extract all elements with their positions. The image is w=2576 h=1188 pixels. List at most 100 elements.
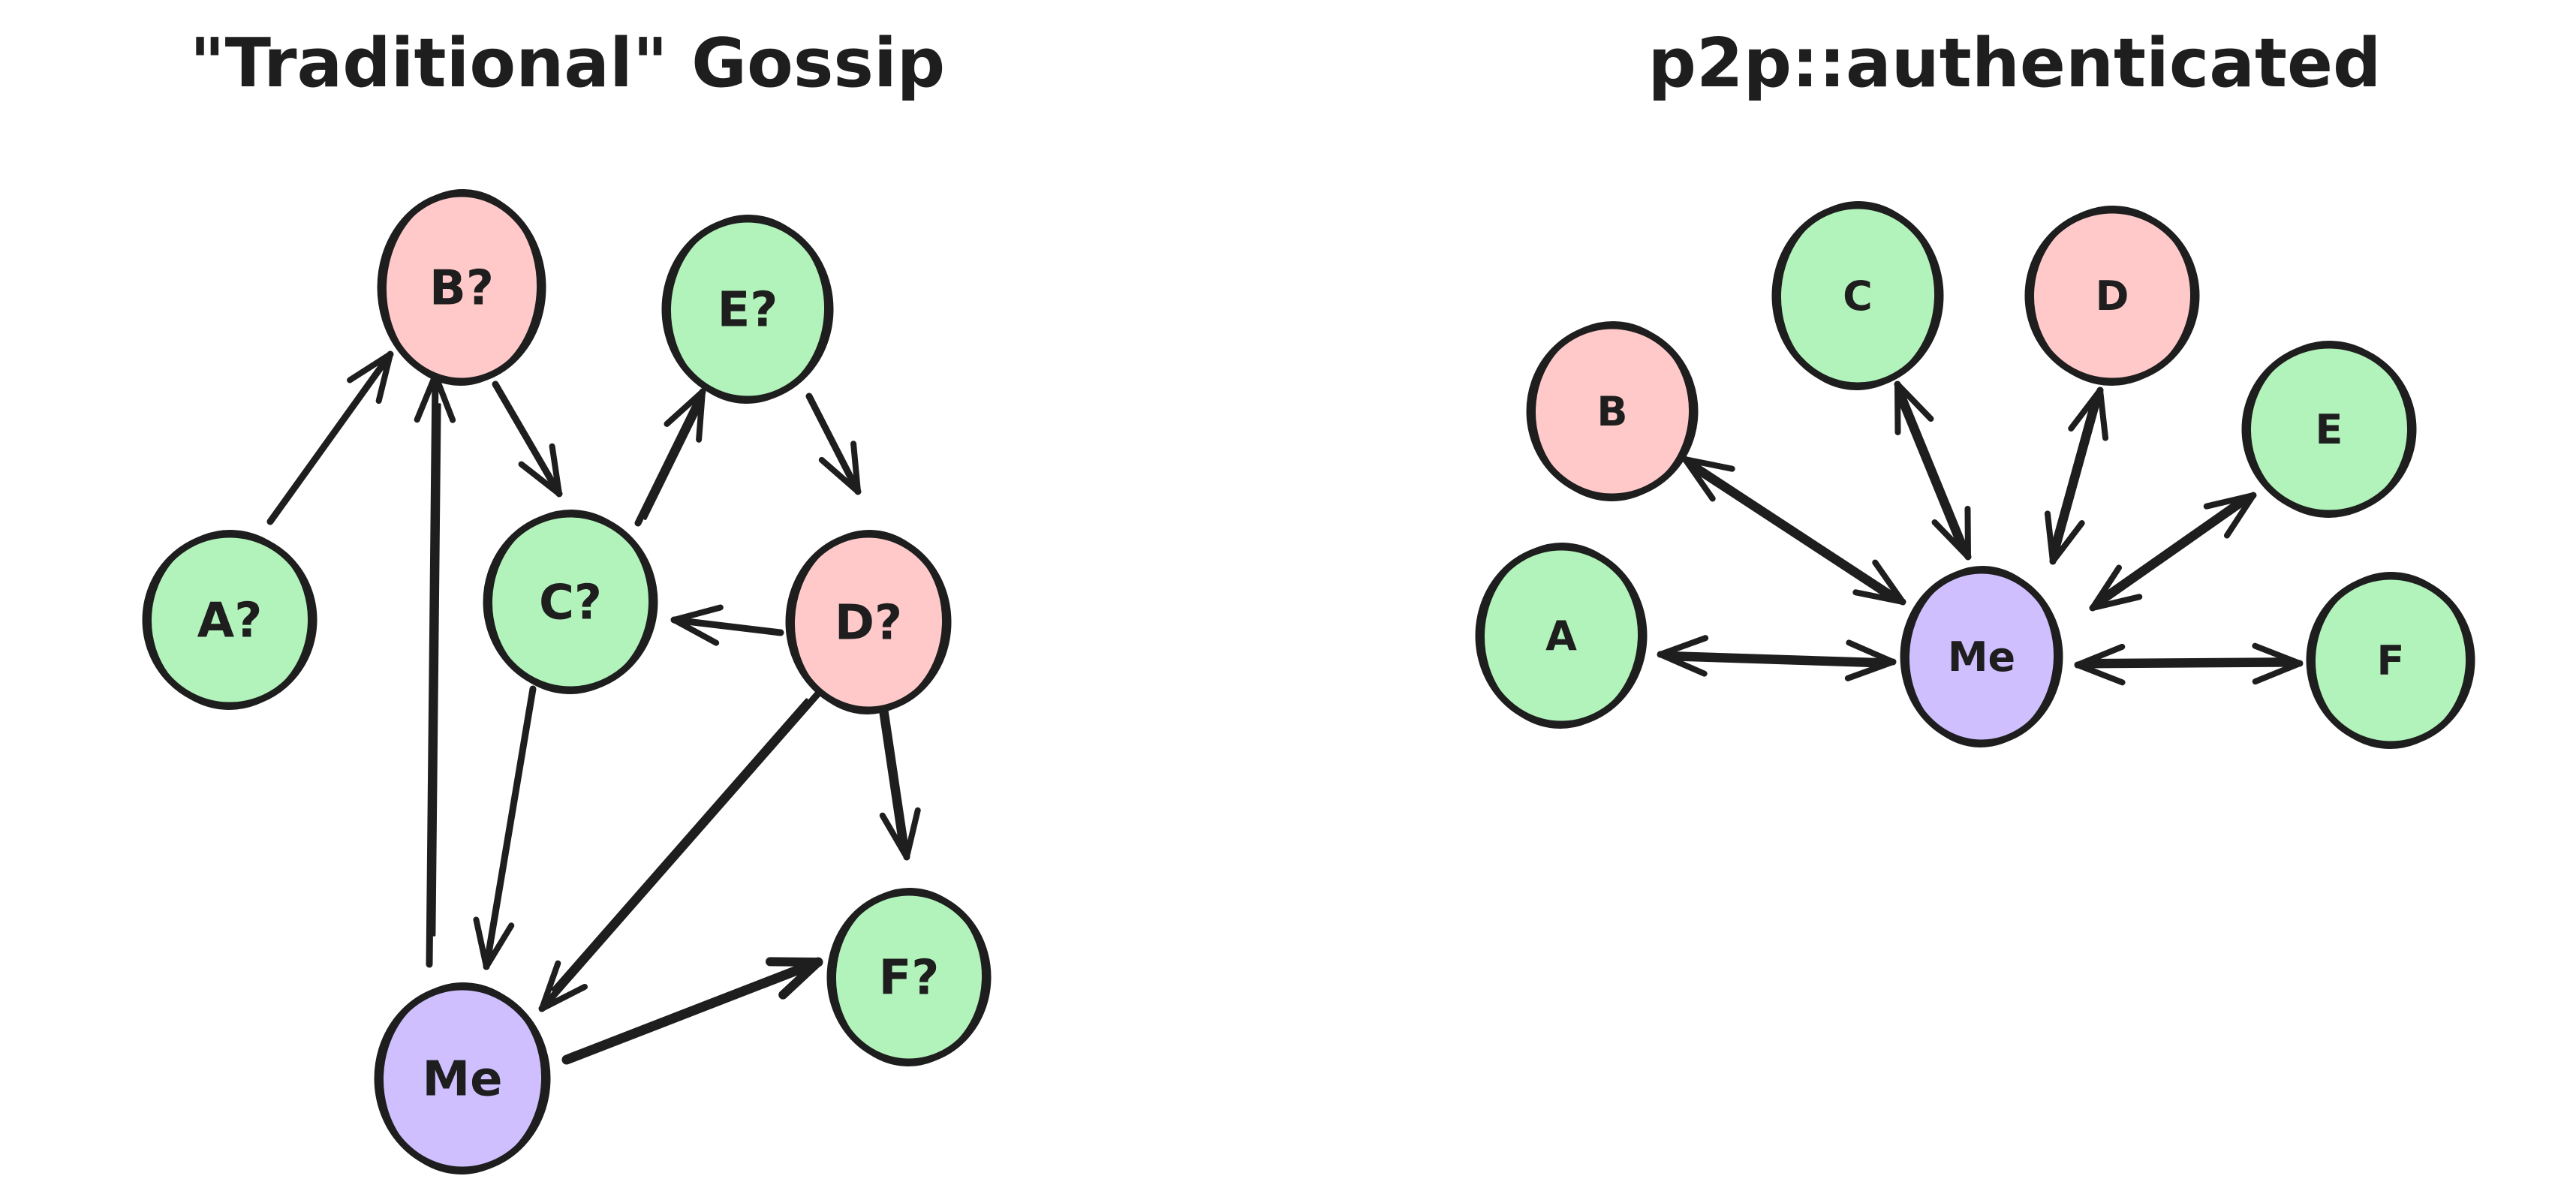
edge-shaft xyxy=(670,616,784,636)
node-ellipse-sketch xyxy=(487,510,654,694)
edge-p2p-authenticated-d-to-me xyxy=(2044,386,2109,565)
arrowhead-icon xyxy=(2068,387,2103,432)
arrowhead-icon xyxy=(1964,506,1971,560)
edge-shaft-sketch xyxy=(432,403,441,937)
node-ellipse-sketch xyxy=(381,189,542,386)
arrowhead-icon xyxy=(696,389,706,443)
arrowhead-icon xyxy=(671,617,720,646)
edge-traditional-gossip-d-to-c xyxy=(670,604,784,646)
edge-shaft-sketch xyxy=(1670,657,1883,668)
edge-traditional-gossip-c-to-me xyxy=(473,685,537,970)
node-label: A? xyxy=(197,593,263,648)
node-ellipse-sketch xyxy=(378,982,546,1174)
node-traditional-gossip-d: D? xyxy=(785,530,952,714)
arrowhead-icon xyxy=(879,812,910,860)
arrowhead-icon xyxy=(1846,639,1896,665)
edge-traditional-gossip-me-to-b xyxy=(414,371,456,968)
arrowhead-icon xyxy=(375,351,393,405)
arrowhead-icon xyxy=(671,604,724,623)
arrowhead-icon xyxy=(2075,643,2126,668)
node-label: A xyxy=(1545,612,1577,660)
node-p2p-authenticated-b: B xyxy=(1526,321,1699,501)
arrowhead-icon xyxy=(1894,381,1934,423)
edge-traditional-gossip-a-to-b xyxy=(266,350,394,525)
edge-shaft xyxy=(426,371,439,968)
node-ellipse-sketch xyxy=(666,215,829,404)
node-label: B xyxy=(1596,388,1627,435)
node-traditional-gossip-c: C? xyxy=(483,510,658,694)
edge-shaft-sketch xyxy=(643,399,706,520)
edge-traditional-gossip-b-to-c xyxy=(492,380,563,498)
arrowhead-icon xyxy=(778,958,823,1000)
node-label: B? xyxy=(429,260,494,316)
node-label: Me xyxy=(1948,633,2015,681)
arrowhead-icon xyxy=(1657,651,1708,677)
arrowhead-icon xyxy=(1657,635,1709,657)
edge-shaft xyxy=(483,685,537,970)
node-ellipse-sketch xyxy=(831,888,987,1066)
edge-p2p-authenticated-a-to-me xyxy=(1657,635,1897,681)
arrowhead-icon xyxy=(473,916,489,970)
arrowhead-icon xyxy=(1844,659,1896,681)
right-diagram-title: p2p::authenticated xyxy=(1648,24,2382,103)
arrowhead-icon xyxy=(414,372,438,423)
node-label: C? xyxy=(539,575,602,630)
edge-shaft-sketch xyxy=(551,698,808,991)
arrowhead-icon xyxy=(2090,594,2143,611)
node-traditional-gossip-b: B? xyxy=(377,189,546,386)
node-p2p-authenticated-f: F xyxy=(2306,572,2475,749)
node-traditional-gossip-e: E? xyxy=(661,215,834,404)
arrowhead-icon xyxy=(1931,519,1971,560)
node-traditional-gossip-me: Me xyxy=(374,982,551,1174)
node-ellipse-sketch xyxy=(2310,572,2471,749)
arrowhead-icon xyxy=(850,441,861,495)
arrowhead-icon xyxy=(2223,492,2256,539)
left-diagram-title: "Traditional" Gossip xyxy=(190,24,945,103)
arrowhead-icon xyxy=(664,389,706,427)
node-label: C xyxy=(1843,272,1873,320)
node-label: E? xyxy=(718,282,778,338)
arrowhead-icon xyxy=(2203,492,2256,510)
arrowhead-icon xyxy=(518,461,562,497)
arrowhead-icon xyxy=(549,443,562,497)
node-ellipse-sketch xyxy=(2246,341,2412,518)
arrowhead-icon xyxy=(1852,589,1906,605)
edge-shaft xyxy=(492,380,563,498)
arrowhead-icon xyxy=(483,922,515,970)
node-ellipse-sketch xyxy=(1904,566,2059,747)
arrowhead-icon xyxy=(2075,662,2126,686)
node-ellipse-sketch xyxy=(1776,201,1940,390)
edge-shaft xyxy=(1657,651,1897,666)
arrowhead-icon xyxy=(1872,559,1906,605)
edge-shaft xyxy=(880,702,910,861)
edge-shaft xyxy=(1681,456,1906,606)
edge-shaft xyxy=(805,392,862,495)
arrowhead-icon xyxy=(347,351,393,383)
node-traditional-gossip-f: F? xyxy=(826,888,992,1066)
edge-shaft-sketch xyxy=(2087,657,2291,662)
edge-p2p-authenticated-b-to-me xyxy=(1681,456,1906,606)
edge-traditional-gossip-d-to-me xyxy=(538,683,828,1012)
edge-shaft-sketch xyxy=(1895,392,1962,552)
edge-traditional-gossip-c-to-e xyxy=(634,388,706,527)
arrowhead-icon xyxy=(1894,381,1901,435)
arrowhead-icon xyxy=(818,456,861,495)
arrowhead-icon xyxy=(2252,660,2303,685)
node-ellipse-sketch xyxy=(790,530,947,714)
edge-shaft xyxy=(634,388,706,527)
arrowhead-icon xyxy=(1682,456,1716,502)
edge-shaft xyxy=(538,683,828,1012)
node-p2p-authenticated-me: Me xyxy=(1900,566,2063,747)
arrowhead-icon xyxy=(1682,456,1735,472)
arrowhead-icon xyxy=(2090,564,2123,611)
edge-p2p-authenticated-c-to-me xyxy=(1894,380,1972,561)
node-label: F xyxy=(2377,637,2405,684)
node-label: D? xyxy=(835,595,902,651)
arrowhead-icon xyxy=(2050,520,2085,564)
node-ellipse-sketch xyxy=(1479,543,1643,729)
arrowhead-icon xyxy=(2044,510,2056,564)
node-ellipse-sketch xyxy=(1530,321,1694,501)
edge-shaft xyxy=(266,350,394,525)
